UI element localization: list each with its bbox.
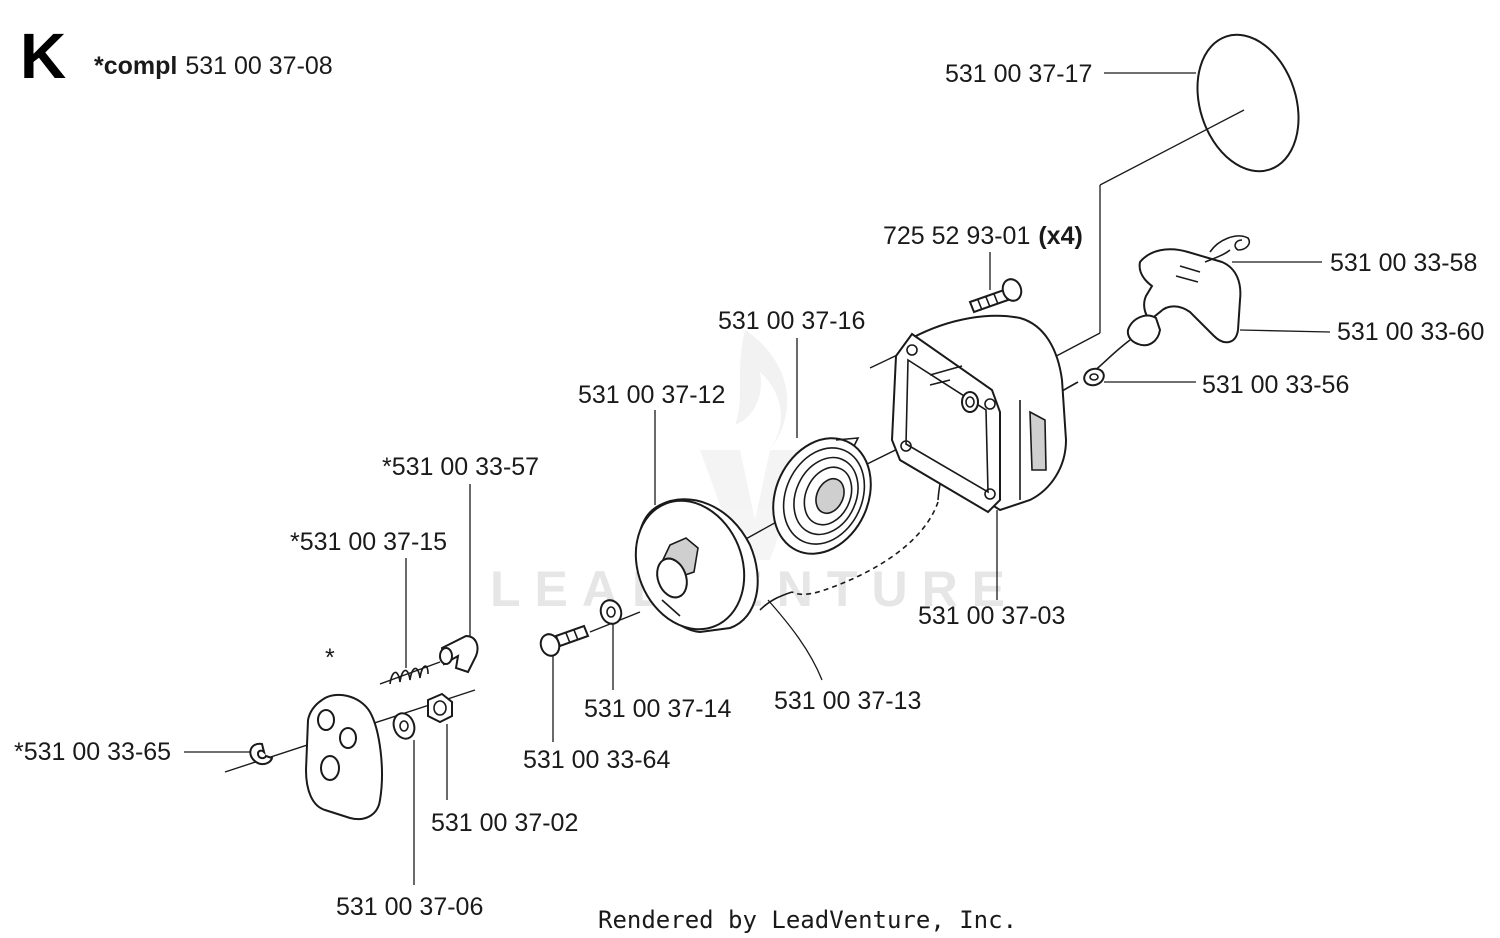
label-531-00-33-57: *531 00 33-57 [382,453,539,481]
compl-prefix: *compl [94,52,177,80]
part-retaining-clip[interactable] [249,742,274,766]
part-pawl-spring[interactable] [389,665,429,685]
part-pawl[interactable] [439,634,479,674]
part-recoil-spring[interactable] [755,422,889,570]
label-531-00-37-13: 531 00 37-13 [774,687,921,715]
label-531-00-37-06: 531 00 37-06 [336,893,483,921]
part-pulley[interactable] [617,484,763,645]
part-labels: 531 00 37-17 531 00 33-58 531 00 33-60 5… [14,60,1484,921]
compl-label: *compl 531 00 37-08 [94,52,333,80]
label-531-00-37-17: 531 00 37-17 [945,60,1092,88]
label-531-00-33-65: *531 00 33-65 [14,738,171,766]
label-531-00-37-03: 531 00 37-03 [918,602,1065,630]
part-handle-insert[interactable] [1204,235,1251,263]
label-531-00-33-60: 531 00 33-60 [1337,318,1484,346]
part-pawl-cover[interactable] [304,693,383,820]
part-nut[interactable] [427,692,453,724]
label-531-00-37-12: 531 00 37-12 [578,381,725,409]
part-cord-grommet[interactable] [1082,366,1106,388]
label-531-00-37-16: 531 00 37-16 [718,307,865,335]
part-housing-screw[interactable] [968,277,1024,314]
part-decal-disc[interactable] [1099,22,1315,333]
footer-credit: Rendered by LeadVenture, Inc. [598,906,1017,934]
screw-quantity: (x4) [1038,222,1082,250]
label-531-00-37-15: *531 00 37-15 [290,528,447,556]
label-531-00-37-14: 531 00 37-14 [584,695,731,723]
part-starter-handle[interactable] [1126,248,1242,347]
part-starter-housing[interactable] [890,314,1068,514]
screw-part-number: 725 52 93-01 [883,222,1030,250]
part-cover-washer[interactable] [390,710,418,741]
label-531-00-33-64: 531 00 33-64 [523,746,670,774]
label-star-cover: * [325,644,335,672]
label-531-00-33-56: 531 00 33-56 [1202,371,1349,399]
label-531-00-37-02: 531 00 37-02 [431,809,578,837]
label-531-00-33-58: 531 00 33-58 [1330,249,1477,277]
part-pulley-screw[interactable] [538,624,590,658]
label-725-52-93-01: 725 52 93-01 (x4) [883,222,1083,250]
leader-lines [184,72,1331,885]
part-pulley-washer[interactable] [597,597,624,626]
section-letter: K [20,20,66,92]
compl-number: 531 00 37-08 [185,52,332,80]
